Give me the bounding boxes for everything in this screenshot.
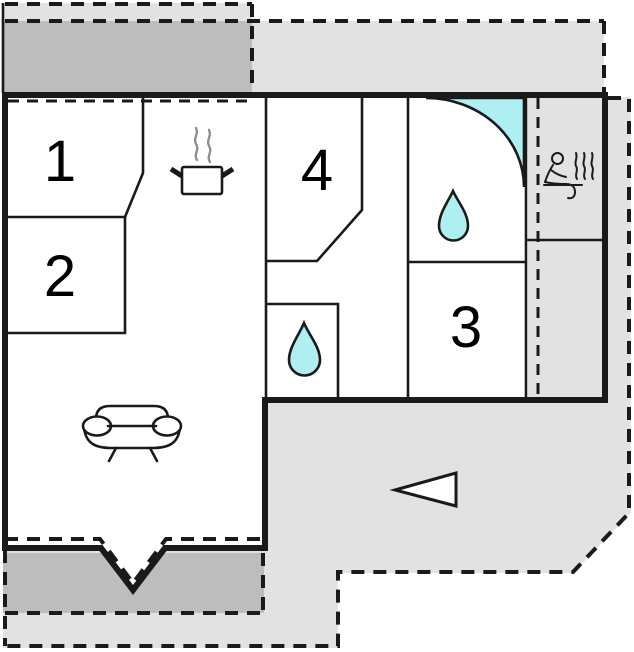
sofa-icon [81,404,183,463]
water-drop-icon-bathroom [437,187,470,242]
pot-handle-right [220,166,235,179]
wall-room4 [266,95,364,263]
room-label-3: 3 [449,295,483,360]
corner-bathtub-icon [425,96,526,188]
wall-room2 [5,217,127,335]
wall-shower-room [266,302,340,398]
pot-body [180,165,224,196]
person-torso [544,164,554,183]
terrace-strip-top-left [3,3,252,21]
person-head [551,152,564,165]
open-terrace-top-right [252,21,604,93]
dash-terrace-right-bottom [5,96,631,648]
sauna-person-icon [543,152,594,200]
person-arm [550,169,567,178]
sofa-leg-right [148,446,159,463]
steam-line [574,152,578,180]
steam-line [206,128,212,164]
cooking-pot-icon [169,126,235,196]
room-label-1: 1 [43,129,77,194]
water-drop-icon-shower [287,319,322,377]
steam-line [193,126,199,162]
steam-line [582,152,586,180]
interior-walls [5,95,602,398]
wall-room1 [5,95,145,219]
entrance-arrow-icon [389,471,458,508]
sauna-floor [528,98,602,397]
covered-terrace-top [3,21,252,93]
sofa-seat-front [82,426,182,450]
open-terrace-right-bottom [3,97,631,648]
pot-handle-left [169,166,184,179]
steam-line [590,152,594,180]
person-leg [544,181,577,200]
room-label-4: 4 [300,138,334,203]
sofa-leg-left [107,446,118,463]
room-label-2: 2 [43,244,77,309]
